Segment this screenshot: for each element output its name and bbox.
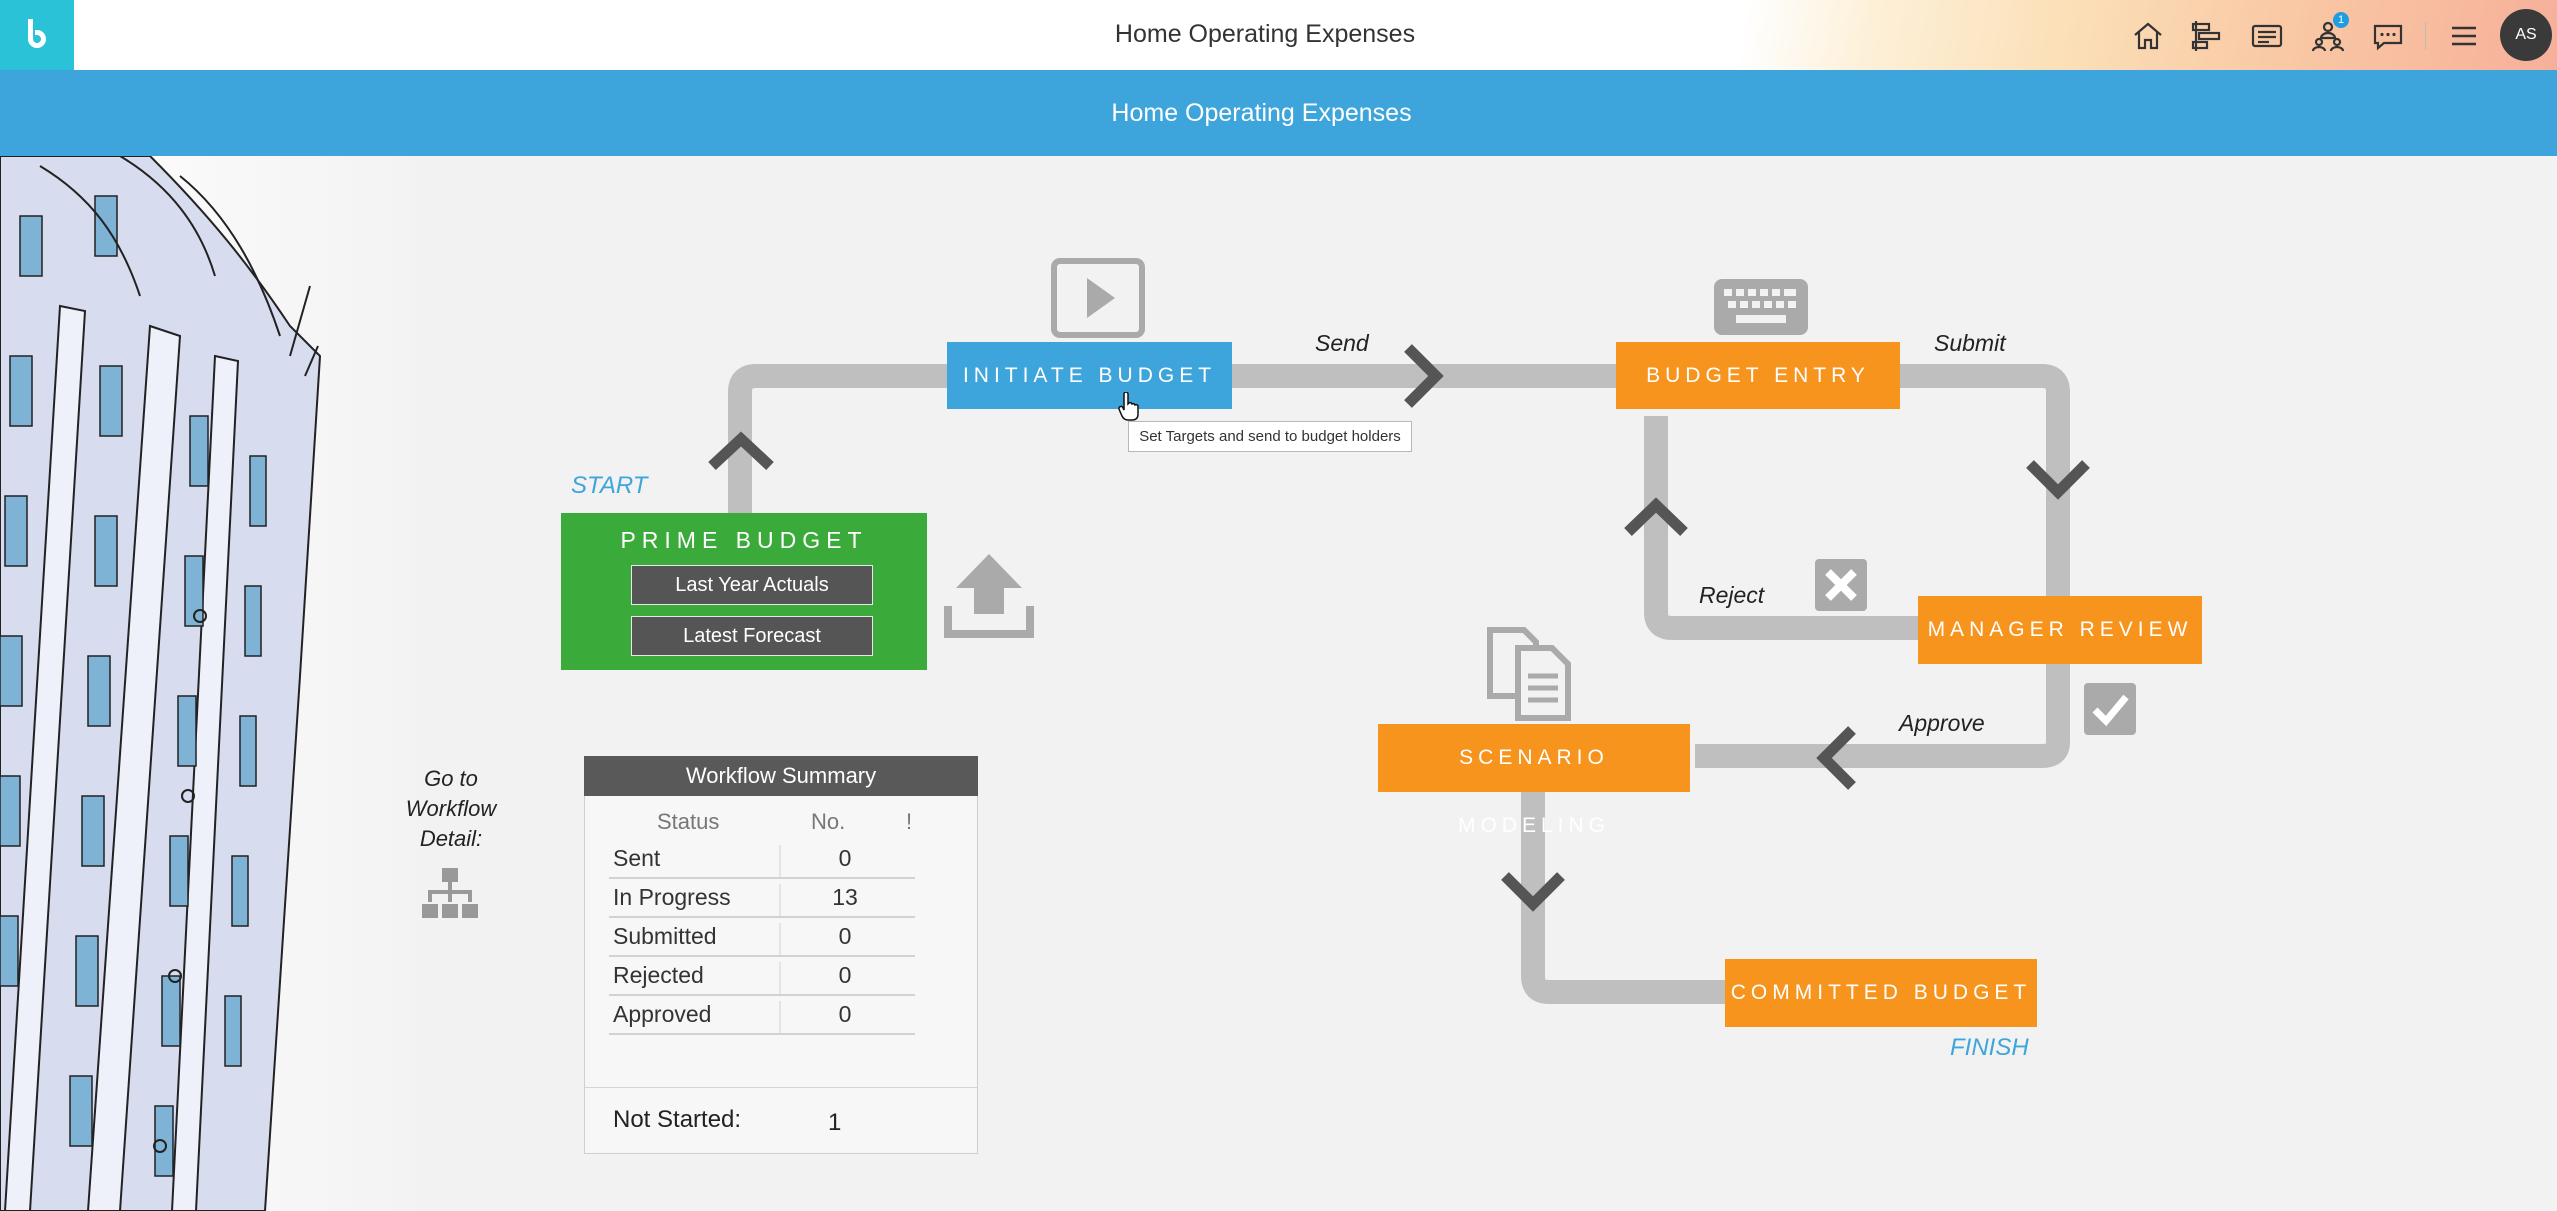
header-background-art [1657,0,2557,70]
page-title: Home Operating Expenses [1111,99,1412,127]
app-logo[interactable] [0,0,74,70]
org-chart-icon[interactable] [422,868,478,922]
scenario-modeling-button[interactable]: SCENARIO MODELING [1378,724,1690,837]
summary-row-in-progress[interactable]: In Progress 13 [609,878,915,918]
summary-status: Rejected [613,962,704,988]
building-illustration [0,156,440,1211]
summary-status: Approved [613,1001,712,1027]
reject-x-icon [1815,559,1867,611]
keyboard-icon [1714,279,1808,335]
initiate-budget-button[interactable]: INITIATE BUDGET [947,342,1232,409]
summary-count: 0 [838,923,852,949]
start-label: START [571,472,648,499]
summary-count: 0 [838,1001,852,1027]
chevron-up-icon [1624,497,1688,536]
summary-divider [585,1087,977,1088]
copy-documents-icon [1487,627,1571,721]
summary-count: 0 [838,845,852,871]
summary-status: Submitted [613,923,717,949]
chevron-down-icon [2026,460,2090,500]
row-divider [779,923,781,955]
committed-budget-button[interactable]: COMMITTED BUDGET [1725,959,2037,1027]
page-header: Home Operating Expenses [0,70,2557,156]
workflow-people-icon[interactable] [2310,18,2346,54]
summary-count: 13 [832,884,858,910]
manager-review-button[interactable]: MANAGER REVIEW [1918,596,2202,664]
budget-entry-button[interactable]: BUDGET ENTRY [1616,342,1900,409]
play-icon [1051,258,1145,338]
approve-label: Approve [1899,710,1985,736]
reject-label: Reject [1699,582,1765,608]
hand-cursor-icon [1118,392,1139,421]
last-year-actuals-button[interactable]: Last Year Actuals [631,565,873,605]
approve-check-icon [2084,683,2136,735]
logo-b-icon [28,19,46,48]
workflow-summary-panel: Workflow Summary Status No. ! Sent 0 In … [584,756,978,1154]
card-icon[interactable] [2249,18,2285,54]
chevron-up-icon [708,431,774,471]
summary-row-rejected[interactable]: Rejected 0 [609,956,915,996]
workflow-summary-title: Workflow Summary [584,756,978,796]
row-divider [779,845,781,877]
send-label: Send [1315,330,1369,356]
top-bar: Home Operating Expenses 1 AS [0,0,2557,70]
user-avatar[interactable]: AS [2500,9,2552,61]
summary-count: 0 [838,962,852,988]
prime-budget-panel: PRIME BUDGET Last Year Actuals Latest Fo… [561,513,927,670]
prime-budget-title: PRIME BUDGET [620,527,868,553]
summary-row-sent[interactable]: Sent 0 [609,839,915,879]
summary-status: Sent [613,845,661,871]
summary-status: In Progress [613,884,731,910]
row-divider [779,884,781,916]
home-icon[interactable] [2130,18,2166,54]
notification-badge: 1 [2333,12,2349,28]
chevron-right-icon [1404,344,1444,408]
menu-icon[interactable] [2446,18,2482,54]
col-count: No. [811,809,846,834]
app-title: Home Operating Expenses [1114,20,1416,48]
summary-row-approved[interactable]: Approved 0 [609,995,915,1035]
chevron-left-icon [1816,726,1856,790]
goto-workflow-detail-label: Go to Workflow Detail: [405,766,497,851]
submit-label: Submit [1934,330,2006,356]
upload-icon [944,554,1034,638]
header-divider [2425,22,2426,50]
row-divider [779,1001,781,1033]
col-status: Status [657,809,720,834]
row-divider [779,962,781,994]
initiate-budget-tooltip: Set Targets and send to budget holders [1128,421,1412,452]
summary-row-submitted[interactable]: Submitted 0 [609,917,915,957]
chevron-down-icon [1501,872,1565,912]
gantt-icon[interactable] [2189,18,2225,54]
not-started-label: Not Started: [613,1106,742,1133]
finish-label: FINISH [1950,1034,2029,1061]
chat-icon[interactable] [2370,18,2406,54]
col-alert: ! [906,809,913,834]
not-started-value: 1 [828,1109,842,1136]
latest-forecast-button[interactable]: Latest Forecast [631,616,873,656]
